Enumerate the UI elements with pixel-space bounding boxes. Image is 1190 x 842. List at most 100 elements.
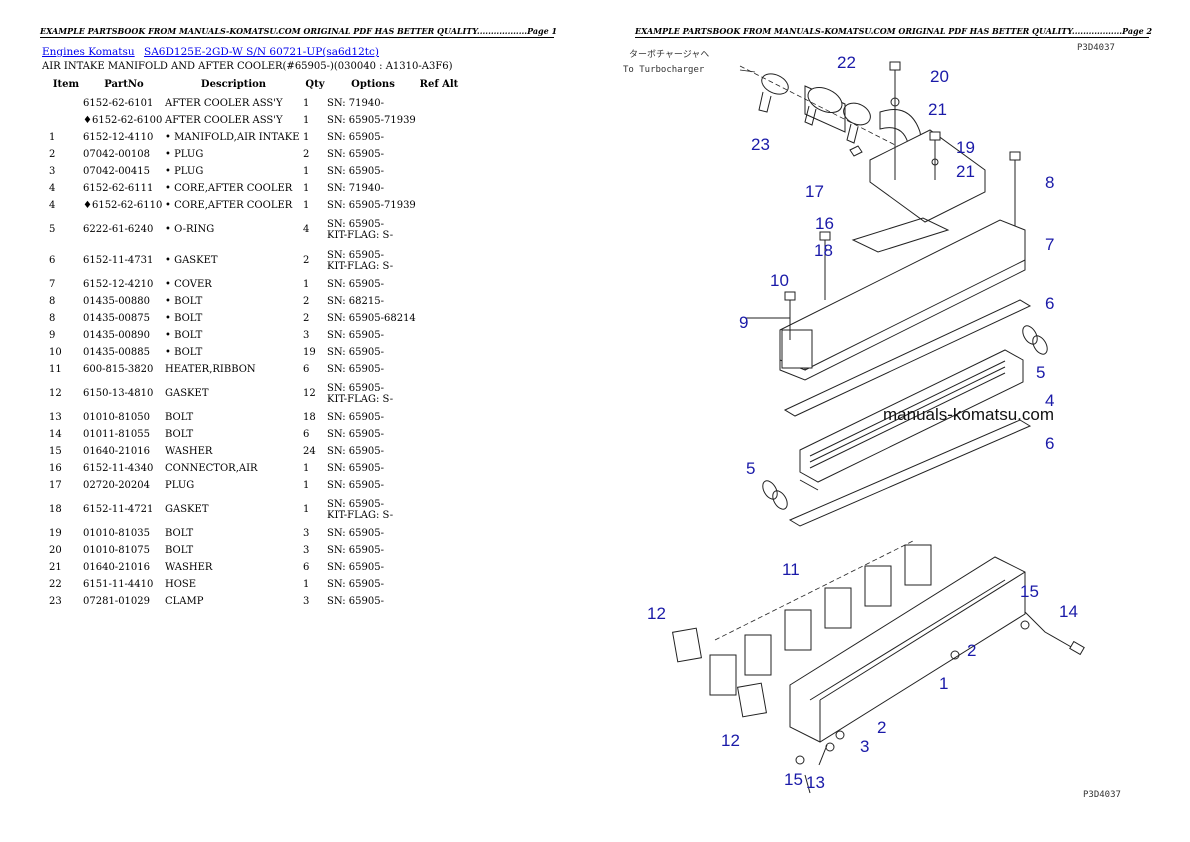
ref-alt-cell [419, 593, 459, 610]
qty-cell: 18 [303, 412, 316, 423]
partno-cell: 01011-81055 [83, 429, 151, 440]
description-cell: GASKET [165, 388, 209, 399]
item-cell: 8 [49, 296, 56, 307]
callout-19: 19 [956, 138, 975, 157]
options-sn: SN: 65905- [327, 218, 384, 230]
partno-cell: 6152-62-6101 [83, 98, 154, 109]
partno-cell: 01435-00890 [83, 330, 151, 341]
ref-alt-cell [419, 310, 459, 327]
breadcrumb-link-engines[interactable]: Engines Komatsu [42, 46, 135, 58]
breadcrumb-link-model[interactable]: SA6D125E-2GD-W S/N 60721-UP(sa6d12tc) [144, 46, 379, 58]
qty-cell: 3 [303, 596, 310, 607]
figure-code: P3D4037 [1077, 43, 1115, 53]
partno-cell: 07042-00108 [83, 149, 151, 160]
ref-alt-cell [419, 276, 459, 293]
description-cell: • COVER [165, 279, 212, 290]
callout-2: 2 [967, 641, 976, 660]
callout-22: 22 [837, 53, 856, 72]
ref-alt-cell [419, 443, 459, 460]
description-cell: • MANIFOLD,AIR INTAKE [165, 132, 300, 143]
callout-12: 12 [647, 604, 666, 623]
ref-alt-cell [419, 327, 459, 344]
description-cell: HOSE [165, 579, 197, 590]
qty-cell: 1 [303, 463, 310, 474]
options-sn: SN: 65905- [327, 166, 384, 177]
core-drawing [799, 349, 1024, 491]
callout-6: 6 [1045, 294, 1054, 313]
options-sn: SN: 65905- [327, 579, 384, 590]
partno-cell: 01640-21016 [83, 446, 151, 457]
partno-cell: ♦6152-62-6110 [83, 200, 163, 211]
options-cell: SN: 65905- [327, 460, 419, 477]
options-kit-flag: KIT-FLAG: S- [327, 229, 394, 241]
options-cell: SN: 65905- [327, 525, 419, 542]
partno-cell: 01010-81050 [83, 412, 151, 423]
item-cell: 11 [49, 364, 62, 375]
qty-cell: 6 [303, 562, 310, 573]
callout-2b: 2 [877, 718, 886, 737]
ref-alt-cell [419, 477, 459, 494]
qty-cell: 1 [303, 166, 310, 177]
partno-cell: 6222-61-6240 [83, 224, 154, 235]
options-sn: SN: 65905- [327, 528, 384, 539]
qty-cell: 2 [303, 313, 310, 324]
options-sn: SN: 65905- [327, 330, 384, 341]
options-cell: SN: 65905- [327, 276, 419, 293]
item-cell: 4 [49, 200, 56, 211]
qty-cell: 2 [303, 149, 310, 160]
ref-alt-cell [419, 559, 459, 576]
partno-cell: 6152-12-4110 [83, 132, 154, 143]
options-cell: SN: 65905- [327, 163, 419, 180]
partno-cell: 02720-20204 [83, 480, 151, 491]
options-cell: SN: 65905-KIT-FLAG: S- [327, 214, 419, 245]
callout-20: 20 [930, 67, 949, 86]
description-cell: BOLT [165, 545, 194, 556]
ref-alt-cell [419, 494, 459, 525]
description-cell: CLAMP [165, 596, 204, 607]
col-partno: PartNo [104, 78, 144, 90]
qty-cell: 3 [303, 330, 310, 341]
description-cell: • CORE,AFTER COOLER [165, 200, 293, 211]
callout-4: 4 [1045, 391, 1054, 410]
item-cell: 19 [49, 528, 62, 539]
col-ref-alt: Ref Alt [419, 78, 459, 90]
callout-21b: 21 [956, 162, 975, 181]
options-sn: SN: 65905- [327, 382, 384, 394]
options-cell: SN: 71940- [327, 95, 419, 112]
options-sn: SN: 65905- [327, 596, 384, 607]
options-cell: SN: 65905-KIT-FLAG: S- [327, 494, 419, 525]
ref-alt-cell [419, 525, 459, 542]
callout-6b: 6 [1045, 434, 1054, 453]
partno-cell: 01435-00880 [83, 296, 151, 307]
figure-code-bottom: P3D4037 [1083, 790, 1121, 800]
qty-cell: 1 [303, 98, 310, 109]
item-cell: 22 [49, 579, 62, 590]
description-cell: GASKET [165, 504, 209, 515]
partno-cell: 6152-11-4340 [83, 463, 154, 474]
qty-cell: 6 [303, 429, 310, 440]
gasket-upper-drawing [783, 299, 1032, 417]
ref-alt-cell [419, 129, 459, 146]
options-cell: SN: 65905-KIT-FLAG: S- [327, 245, 419, 276]
options-cell: SN: 65905-71939 [327, 197, 419, 214]
options-sn: SN: 65905- [327, 279, 384, 290]
options-sn: SN: 65905-71939 [327, 200, 416, 211]
options-cell: SN: 65905- [327, 559, 419, 576]
qty-cell: 2 [303, 296, 310, 307]
ref-alt-cell [419, 112, 459, 129]
callout-14: 14 [1059, 602, 1078, 621]
page-header-2: EXAMPLE PARTSBOOK FROM MANUALS-KOMATSU.C… [635, 26, 1153, 38]
options-cell: SN: 65905- [327, 542, 419, 559]
